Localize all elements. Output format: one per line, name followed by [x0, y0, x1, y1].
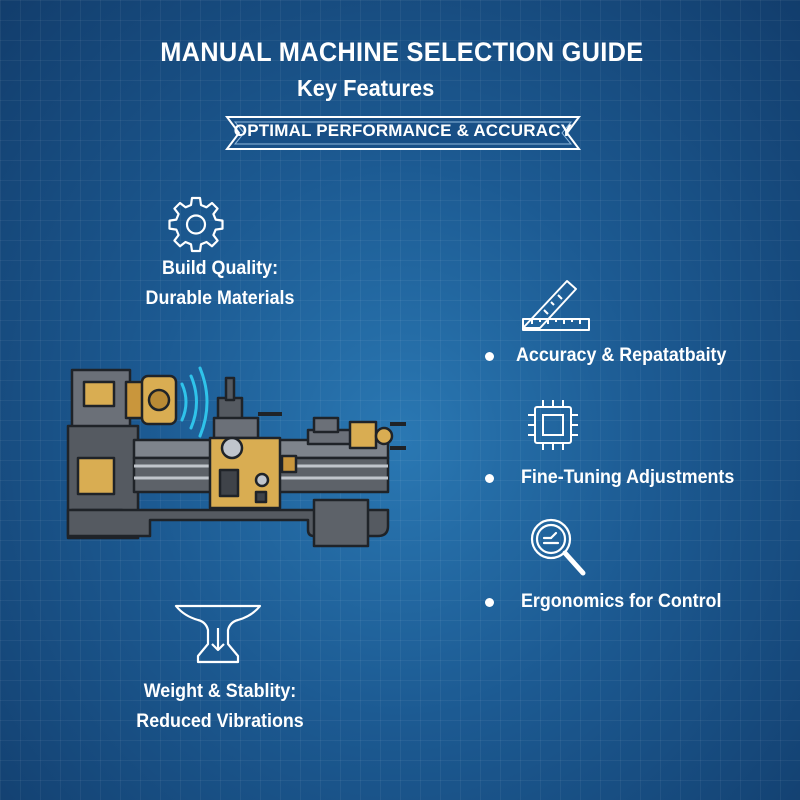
weight-stability-detail: Reduced Vibrations: [136, 711, 304, 732]
lathe-machine-icon: [66, 366, 406, 548]
bullet-dot: [485, 598, 494, 607]
page-subtitle: Key Features: [297, 75, 435, 101]
bullet-dot: [485, 352, 494, 361]
build-quality-title: Build Quality:: [161, 258, 279, 279]
weight-stability-label: Weight & Stablity: Reduced Vibrations: [117, 677, 324, 737]
fine-tuning-label: Fine-Tuning Adjustments: [521, 467, 735, 488]
page-title: MANUAL MACHINE SELECTION GUIDE: [160, 37, 644, 67]
anvil-icon: [174, 604, 262, 664]
magnifier-gauge-icon: [530, 518, 586, 576]
accuracy-label: Accuracy & Repatatbaity: [516, 345, 727, 366]
ergonomics-label: Ergonomics for Control: [521, 591, 722, 612]
weight-stability-title: Weight & Stablity:: [143, 681, 297, 702]
build-quality-detail: Durable Materials: [145, 288, 295, 309]
banner-label: OPTIMAL PERFORMANCE & ACCURACY: [233, 121, 573, 140]
bullet-dot: [485, 474, 494, 483]
build-quality-label: Build Quality: Durable Materials: [117, 254, 324, 314]
chip-icon: [528, 400, 578, 450]
vibration-waves-icon: [180, 366, 209, 438]
ribbon-banner: [225, 116, 581, 150]
gear-icon: [168, 196, 224, 253]
ruler-square-icon: [522, 280, 590, 331]
